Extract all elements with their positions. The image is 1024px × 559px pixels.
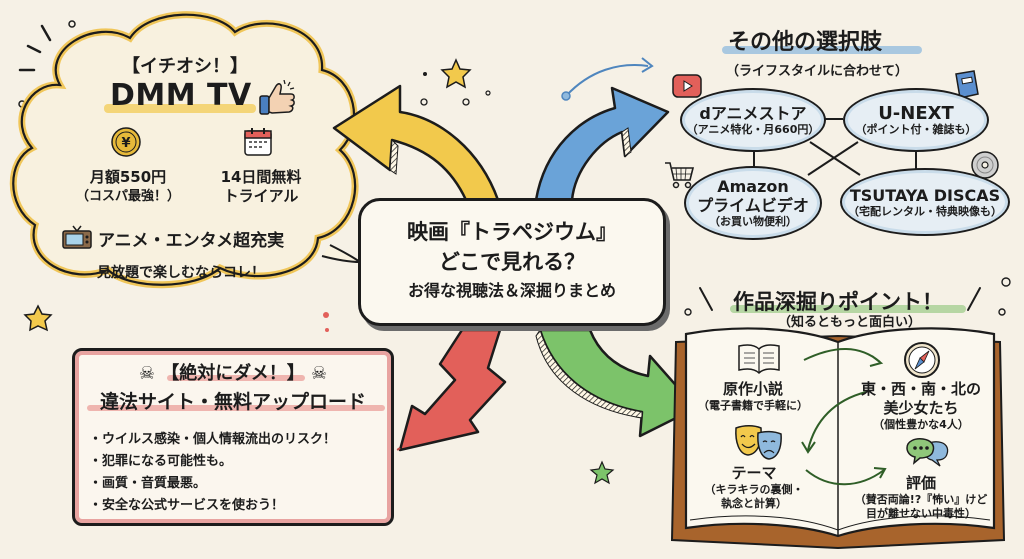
trial-feature: 14日間無料 トライアル: [206, 168, 316, 206]
main-subtitle: お得な視聴法＆深掘りまとめ: [407, 281, 616, 300]
other-options-title: その他の選択肢: [728, 30, 883, 55]
star-icon: [440, 58, 472, 89]
shopping-cart-icon: [665, 162, 695, 189]
main-title: 映画『トラペジウム』: [407, 220, 617, 244]
warning-title: 違法サイト・無料アップロード: [99, 391, 366, 413]
closing-text: 見放題で楽しむならコレ！: [97, 265, 265, 281]
green-arrow: [535, 328, 698, 438]
title-highlight: [730, 305, 966, 313]
title-highlight: [722, 46, 922, 54]
content-text: アニメ・エンタメ超充実: [98, 230, 285, 251]
list-item: ・画質・音質最悪。: [89, 476, 207, 491]
tv-icon: [62, 225, 92, 249]
yellow-arrow: [332, 84, 500, 202]
trial-note: トライアル: [223, 187, 299, 205]
open-book-frame: [670, 327, 1006, 550]
price-feature: 月額550円 （コスパ最強！）: [70, 168, 186, 206]
center-title-sign: 映画『トラペジウム』 どこで見れる？ お得な視聴法＆深掘りまとめ: [358, 198, 666, 326]
title-highlight: [87, 405, 385, 411]
theater-masks-icon: [735, 425, 782, 460]
compass-icon: [904, 342, 940, 378]
deep-dive-title: 作品深掘りポイント！: [733, 290, 943, 314]
trial-text: 14日間無料: [220, 168, 302, 186]
list-item: ・安全な公式サービスを使おう！: [89, 498, 285, 513]
illegal-warning-panel: ☠ 【絶対にダメ！】 ☠ 違法サイト・無料アップロード ・ウイルス感染・個人情報…: [72, 348, 394, 526]
service-tsutaya-discas: TSUTAYA DISCAS （宅配レンタル・特典映像も）: [840, 168, 1010, 236]
heading-highlight: [167, 375, 305, 381]
title-highlight: [104, 104, 256, 113]
yen-coin-icon: ¥: [111, 127, 141, 157]
star-icon: [589, 460, 615, 485]
blue-arrow: [534, 57, 670, 202]
content-feature: アニメ・エンタメ超充実: [62, 225, 284, 251]
service-unext: U-NEXT （ポイント付・雑誌も）: [843, 88, 989, 152]
thumbs-up-icon: [259, 80, 295, 115]
recommend-panel: 【イチオシ！】 DMM TV ¥ 月額550円 （コスパ最強！） 14日間無料 …: [30, 40, 350, 290]
open-book-icon: [738, 344, 780, 375]
service-danime: dアニメストア （アニメ特化・月660円）: [680, 88, 826, 152]
speech-bubbles-icon: [906, 438, 949, 467]
list-item: ・ウイルス感染・個人情報流出のリスク！: [89, 432, 337, 447]
main-question: どこで見れる？: [438, 250, 586, 274]
recommend-service-name: DMM TV: [110, 78, 252, 113]
price-note: （コスパ最強！）: [75, 189, 180, 204]
warning-list: ・ウイルス感染・個人情報流出のリスク！ ・犯罪になる可能性も。 ・画質・音質最悪…: [89, 429, 336, 517]
point-theme: テーマ （キラキラの裏側・ 執念と計算）: [704, 464, 804, 510]
point-four-girls: 東・西・南・北の 美少女たち （個性豊かな4人）: [860, 380, 981, 431]
star-icon: [23, 304, 53, 332]
skull-crossbones-icon: ☠: [138, 363, 155, 384]
price-text: 月額550円: [89, 168, 167, 186]
recommend-tag: 【イチオシ！】: [122, 56, 248, 77]
sparkle-lines: [18, 24, 52, 72]
point-reception: 評価 （賛否両論!?『怖い』けど 目が離せない中毒性）: [854, 474, 988, 520]
calendar-icon: [244, 128, 272, 156]
skull-crossbones-icon: ☠: [311, 363, 328, 384]
play-button-icon: [672, 74, 702, 98]
book-icon: [955, 70, 979, 99]
svg-text:¥: ¥: [121, 136, 130, 151]
warning-heading: ☠ 【絶対にダメ！】 ☠: [138, 363, 328, 384]
point-original-novel: 原作小説 （電子書籍で手軽に）: [698, 380, 808, 412]
other-options-subtitle: （ライフスタイルに合わせて）: [726, 64, 909, 79]
service-amazon-prime: Amazon プライムビデオ （お買い物便利）: [684, 166, 822, 240]
deep-dive-subtitle: （知るともっと面白い）: [778, 315, 922, 330]
list-item: ・犯罪になる可能性も。: [89, 454, 233, 469]
